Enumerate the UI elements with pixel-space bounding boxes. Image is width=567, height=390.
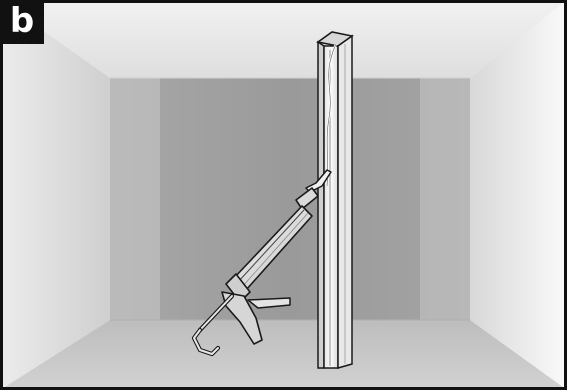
- back-wall: [110, 78, 470, 320]
- metal-stud: [318, 32, 352, 368]
- panel-label: b: [0, 0, 44, 44]
